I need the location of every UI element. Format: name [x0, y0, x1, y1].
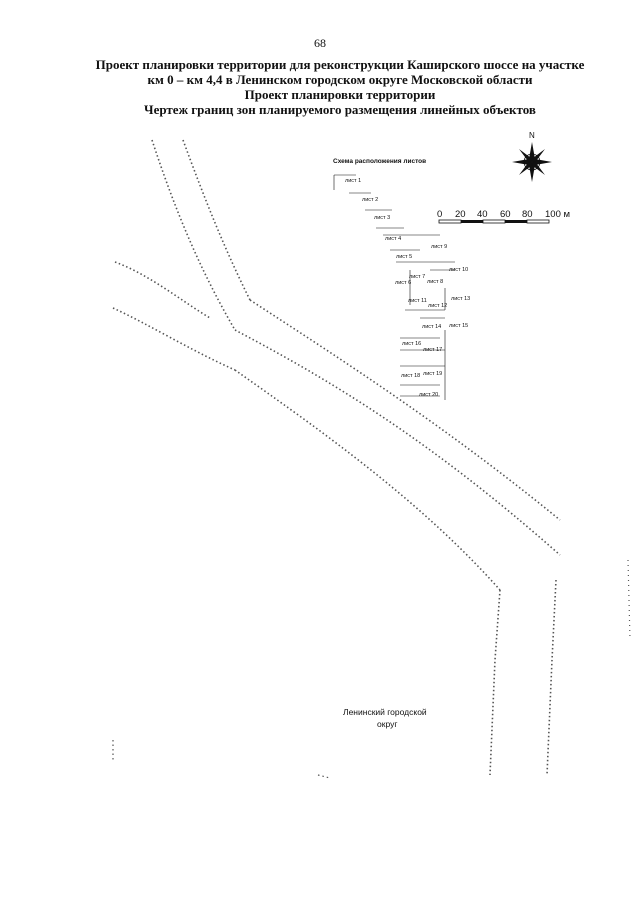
scale-segment [482, 219, 506, 224]
title-line-2: км 0 – км 4,4 в Ленинском городском окру… [147, 72, 533, 87]
sheet-label: лист 12 [428, 303, 447, 309]
boundary-line-main-upper-inner [249, 299, 561, 521]
compass-north-label: N [529, 131, 535, 140]
boundary-line-main-lower [234, 369, 501, 591]
sheet-label: лист 16 [402, 341, 421, 347]
sheet-label: лист 13 [451, 296, 470, 302]
scale-segment [505, 220, 527, 223]
scale-label-100: 100 м [545, 209, 570, 220]
scale-label-80: 80 [522, 209, 533, 220]
scale-segment [526, 219, 550, 224]
sheet-label: лист 6 [395, 280, 411, 286]
scatter-mark [317, 774, 331, 779]
sheet-label: лист 8 [427, 279, 443, 285]
compass-rose-icon: N [512, 131, 552, 182]
sheet-label: лист 7 [409, 274, 425, 280]
district-label: Ленинский городской округ [343, 707, 427, 729]
scale-label-20: 20 [455, 209, 466, 220]
sheet-label: лист 5 [396, 254, 412, 260]
boundary-line-south-left [489, 589, 501, 776]
document-title: Проект планировки территории для реконст… [60, 57, 620, 117]
sheet-label: лист 15 [449, 323, 468, 329]
sheet-label: лист 11 [408, 298, 427, 304]
title-line-1: Проект планировки территории для реконст… [95, 57, 585, 72]
sheet-label: лист 9 [431, 244, 447, 250]
title-line-3: Проект планировки территории [244, 87, 436, 102]
district-label-line-1: Ленинский городской [343, 707, 427, 717]
scatter-mark [627, 559, 631, 641]
boundary-line-north-outer [151, 139, 236, 331]
sheet-label: лист 18 [401, 373, 420, 379]
boundary-line-west-lower [112, 307, 236, 371]
page-number: 68 [314, 36, 326, 50]
sheet-label: лист 20 [419, 392, 438, 398]
sheet-label: лист 4 [385, 236, 401, 242]
boundary-line-north-inner [182, 139, 251, 301]
title-line-4: Чертеж границ зон планируемого размещени… [144, 102, 536, 117]
sheet-label: лист 17 [423, 347, 442, 353]
boundary-line-west-upper [114, 261, 211, 319]
sheet-marks-scatter [112, 559, 631, 779]
district-label-line-2: округ [377, 719, 397, 729]
boundary-line-south-right [546, 579, 557, 776]
boundary-line-main-upper [234, 329, 561, 556]
scale-segment [438, 219, 462, 224]
scale-label-60: 60 [500, 209, 511, 220]
sheet-label: лист 19 [423, 371, 442, 377]
scale-label-0: 0 [437, 209, 442, 220]
scale-segment [461, 220, 483, 223]
sheet-layout-scheme: Схема расположения листов лист 1 лист 2 [333, 158, 470, 400]
sheet-label: лист 1 [345, 178, 361, 184]
sheet-label: лист 3 [374, 215, 390, 221]
sheet-label: лист 2 [362, 197, 378, 203]
sheet-label: лист 10 [449, 267, 468, 273]
road-boundary-lines [112, 139, 561, 776]
sheet-label: лист 14 [422, 324, 441, 330]
sheet-layout-title: Схема расположения листов [333, 158, 426, 165]
scale-bar: 0 20 40 60 80 100 м [437, 209, 570, 224]
scale-label-40: 40 [477, 209, 488, 220]
